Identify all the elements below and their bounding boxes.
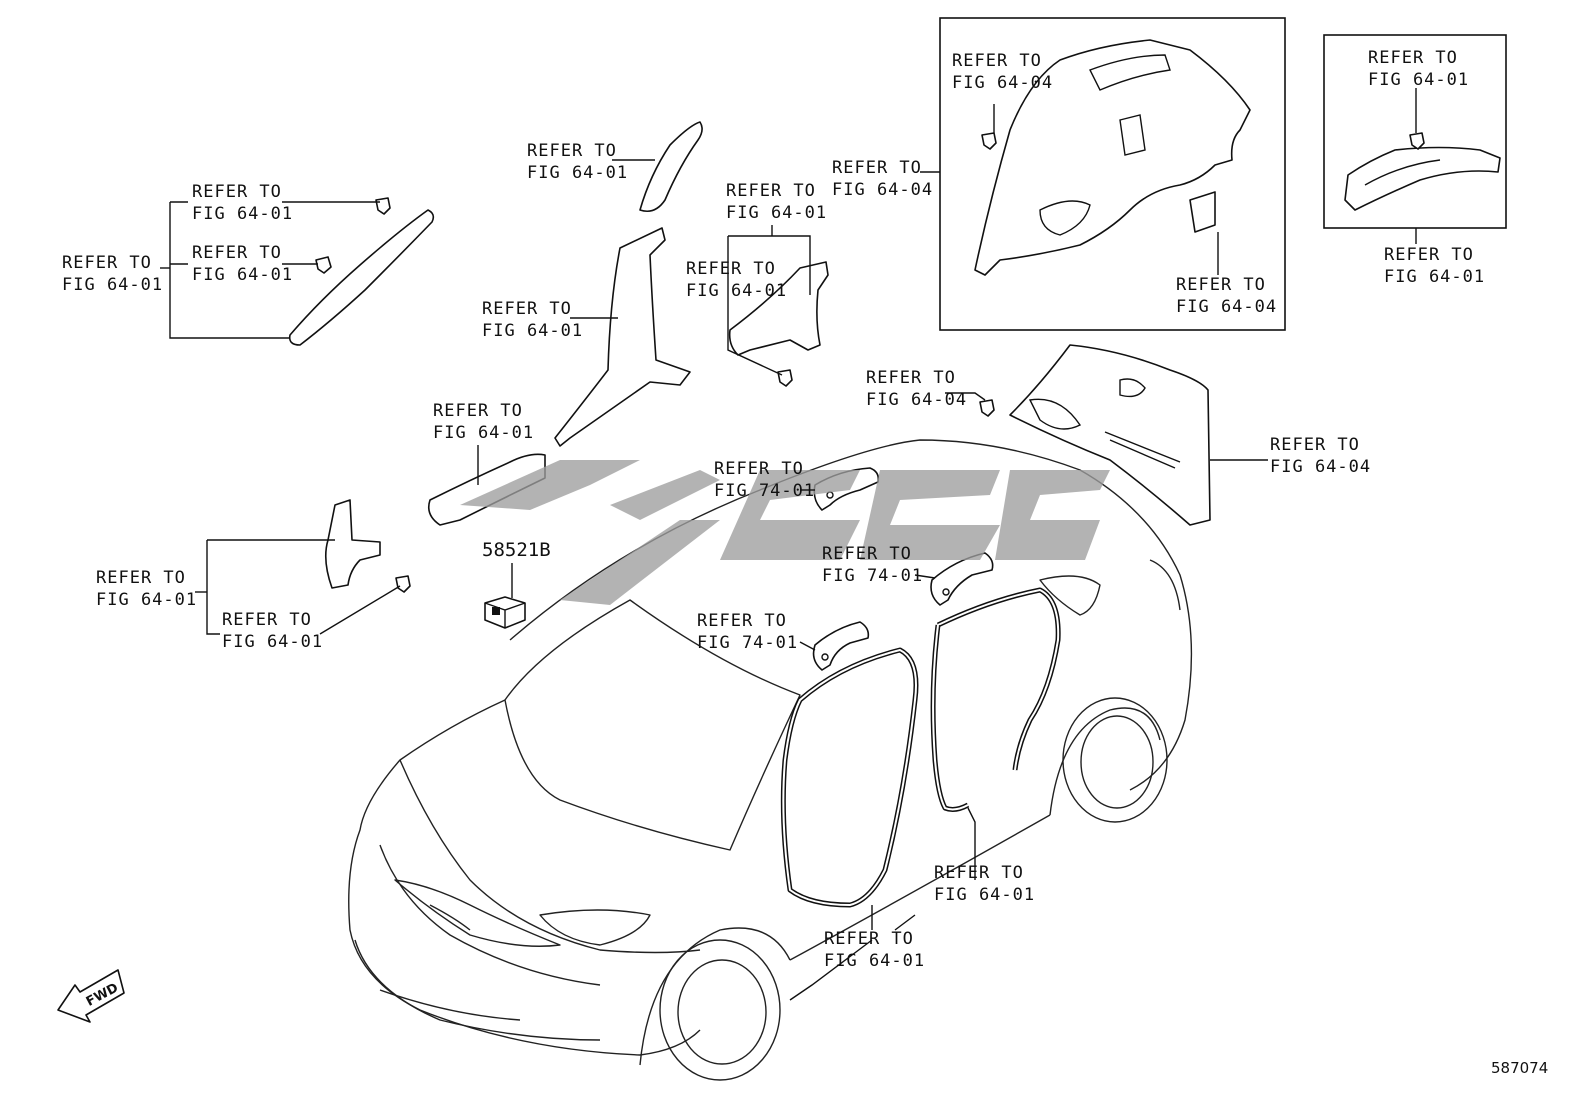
clip-icon [979,399,995,417]
kick-panel-trim [324,499,381,589]
refer-label: REFER TO [62,253,152,273]
label-group-grip-front: REFER TO FIG 74-01 [697,611,798,653]
refer-label: REFER TO [1176,275,1266,295]
front-door-weatherstrip [780,647,919,908]
refer-label: REFER TO [222,610,312,630]
label-group-back-door-clip: REFER TO FIG 64-04 [866,368,967,410]
refer-label: REFER TO [192,182,282,202]
label-group-front-door-seal: REFER TO FIG 64-01 [824,929,925,971]
label-group-a-pillar-main: REFER TO FIG 64-01 [62,253,163,295]
refer-label: REFER TO [832,158,922,178]
quarter-trim-frame [939,17,1286,331]
fig-label: FIG 64-04 [952,73,1053,93]
watermark-logo [460,460,1110,605]
fig-label: FIG 64-01 [934,885,1035,905]
fig-label: FIG 64-01 [824,951,925,971]
refer-label: REFER TO [824,929,914,949]
part-number-label: 58521B [482,539,551,561]
label-group-upper-pillar: REFER TO FIG 64-01 [527,141,628,183]
label-group-deck-clip: REFER TO FIG 64-01 [1368,48,1469,90]
refer-label: REFER TO [866,368,956,388]
refer-label: REFER TO [96,568,186,588]
label-group-kick-main: REFER TO FIG 64-01 [96,568,197,610]
refer-label: REFER TO [1270,435,1360,455]
rear-door-weatherstrip [930,587,1061,812]
refer-label: REFER TO [822,544,912,564]
fig-label: FIG 64-01 [222,632,323,652]
clip-icon [315,197,391,274]
refer-label: REFER TO [1384,245,1474,265]
label-group-back-door: REFER TO FIG 64-04 [1270,435,1371,477]
refer-label: REFER TO [686,259,776,279]
label-group-b-pillar: REFER TO FIG 64-01 [482,299,583,341]
refer-label: REFER TO [952,51,1042,71]
assist-grip-front [812,621,870,671]
c-pillar-trim [728,261,829,356]
fig-label: FIG 64-01 [686,281,787,301]
fig-label: FIG 64-01 [1384,267,1485,287]
fig-label: FIG 74-01 [822,566,923,586]
refer-label: REFER TO [192,243,282,263]
assist-grip-rear [930,552,994,606]
fig-label: FIG 64-04 [1176,297,1277,317]
label-group-a-pillar-1: REFER TO FIG 64-01 [192,182,293,224]
fig-label: FIG 64-01 [433,423,534,443]
label-group-quarter-cover: REFER TO FIG 64-04 [1176,275,1277,317]
leader-lines [160,88,1417,1001]
a-pillar-garnish [288,209,435,346]
fig-label: FIG 64-01 [96,590,197,610]
label-group-quarter-clip: REFER TO FIG 64-04 [952,51,1053,93]
b-pillar-trim [554,227,691,447]
part-58521b-icon [484,596,526,629]
fig-label: FIG 64-01 [726,203,827,223]
fig-label: FIG 74-01 [714,481,815,501]
fig-label: FIG 64-01 [482,321,583,341]
label-group-kick-clip: REFER TO FIG 64-01 [222,610,323,652]
fig-label: FIG 64-01 [62,275,163,295]
fig-label: FIG 64-04 [866,390,967,410]
refer-label: REFER TO [482,299,572,319]
fig-label: FIG 74-01 [697,633,798,653]
clip-icon [395,575,411,593]
clip-icon [777,369,793,387]
refer-label: REFER TO [433,401,523,421]
label-group-deck-trim: REFER TO FIG 64-01 [1384,245,1485,287]
fig-label: FIG 64-01 [192,265,293,285]
clip-icon [981,132,997,150]
fig-label: FIG 64-01 [527,163,628,183]
illustration-number: 587074 [1491,1059,1548,1077]
label-group-c-pillar-top: REFER TO FIG 64-01 [726,181,827,223]
fig-label: FIG 64-04 [1270,457,1371,477]
refer-label: REFER TO [527,141,617,161]
quarter-panel-trim [974,39,1251,276]
refer-label: REFER TO [726,181,816,201]
back-door-trim [1009,344,1211,526]
fwd-arrow-icon: FWD [57,969,125,1023]
label-group-grip-roof: REFER TO FIG 74-01 [714,459,815,501]
refer-label: REFER TO [1368,48,1458,68]
refer-label: REFER TO [934,863,1024,883]
refer-label: REFER TO [697,611,787,631]
fig-label: FIG 64-04 [832,180,933,200]
clip-icon [1409,132,1425,150]
label-group-c-pillar: REFER TO FIG 64-01 [686,259,787,301]
upper-pillar-trim [639,121,703,213]
label-group-grip-rear: REFER TO FIG 74-01 [822,544,923,586]
fig-label: FIG 64-01 [1368,70,1469,90]
deck-trim-frame [1323,34,1507,229]
label-group-quarter-left: REFER TO FIG 64-04 [832,158,933,200]
car-outline [348,439,1193,1081]
fig-label: FIG 64-01 [192,204,293,224]
label-group-rear-door-seal: REFER TO FIG 64-01 [934,863,1035,905]
label-group-cowl: REFER TO FIG 64-01 [433,401,534,443]
label-group-a-pillar-2: REFER TO FIG 64-01 [192,243,293,285]
refer-label: REFER TO [714,459,804,479]
deck-side-trim [1344,146,1501,211]
